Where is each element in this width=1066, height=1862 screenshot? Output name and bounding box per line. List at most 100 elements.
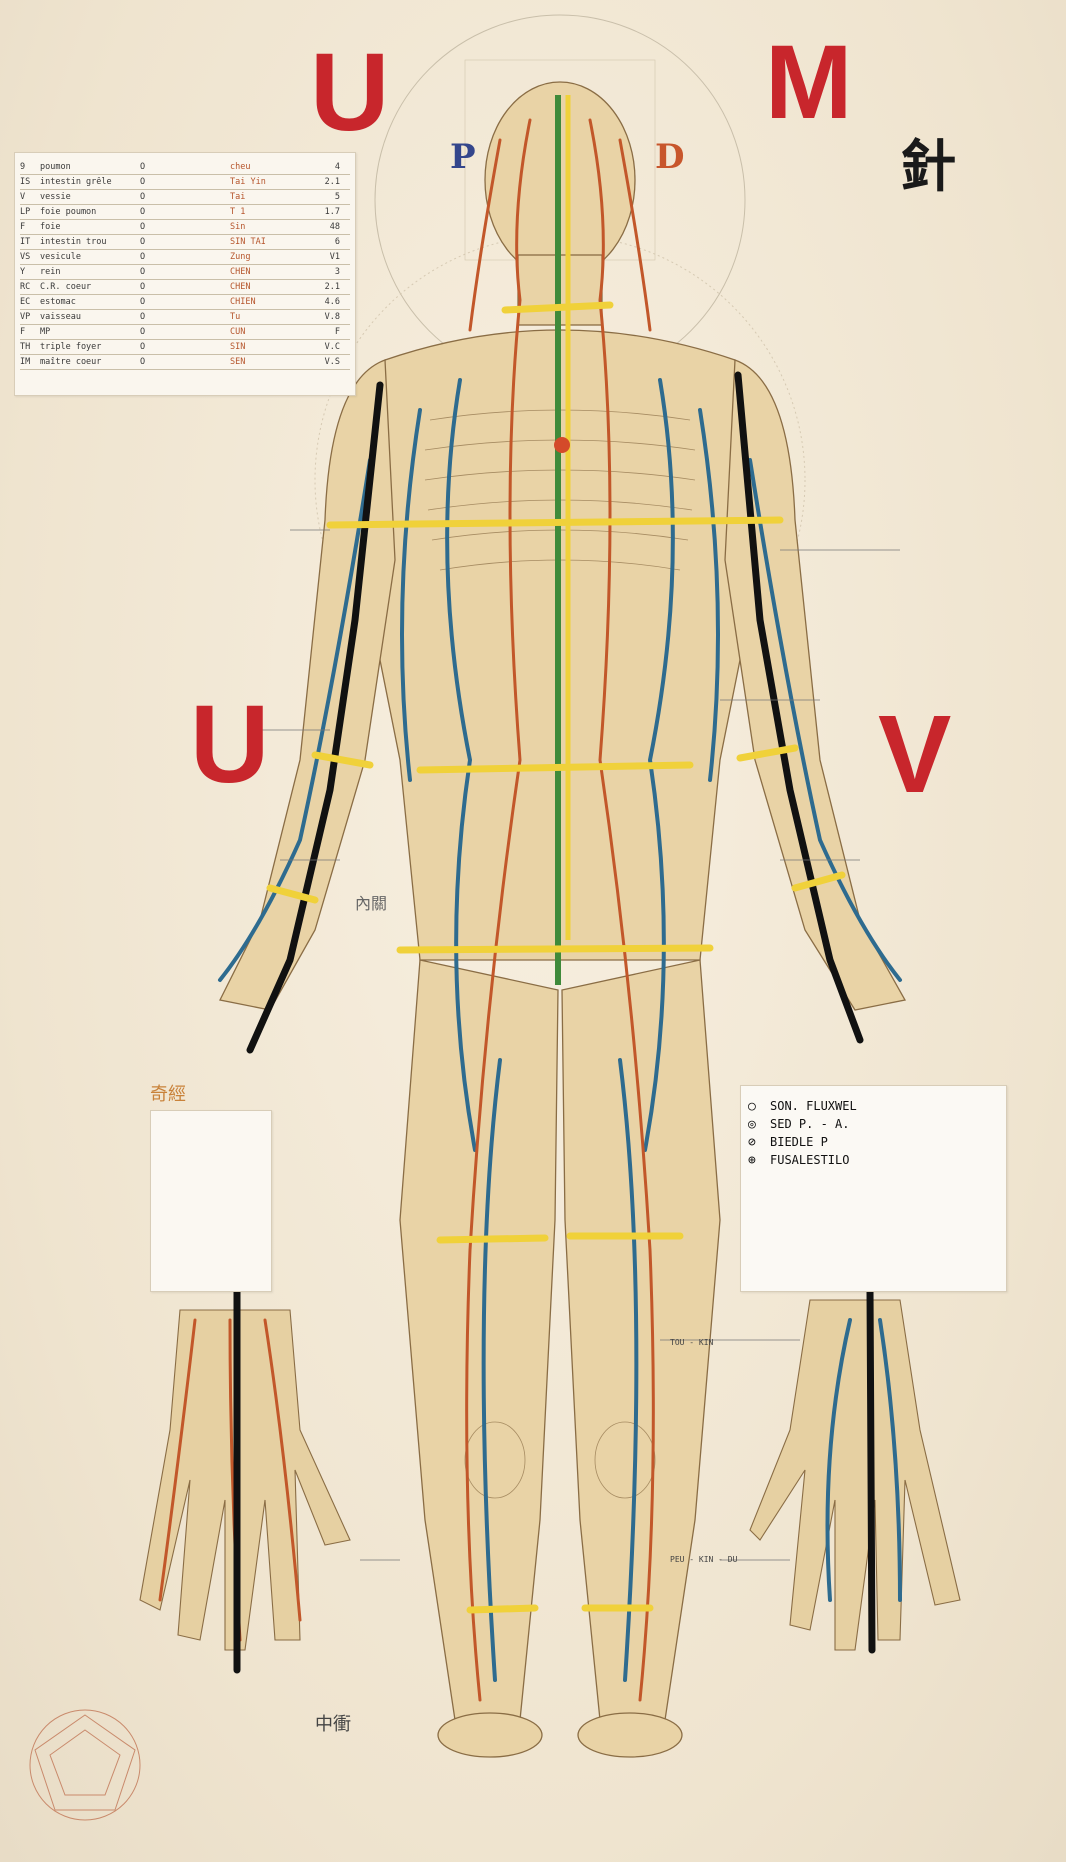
table-cell-sym: O [140, 267, 230, 277]
table-cell-meta: SEN [230, 357, 310, 367]
legend-item: ⊕ FUSALESTILO [748, 1151, 1005, 1169]
table-cell-sym: O [140, 342, 230, 352]
table-cell-meta: Zung [230, 252, 310, 262]
table-cell-num: 6 [310, 237, 340, 247]
table-cell-meta: Tu [230, 312, 310, 322]
table-cell-num: 4.6 [310, 297, 340, 307]
table-cell-meta: Tai Yin [230, 177, 310, 187]
table-cell-code: F [20, 327, 40, 337]
table-cell-code: IM [20, 357, 40, 367]
letter-top-right: M [765, 30, 850, 135]
meridian-table-row: VPvaisseauOTuV.8 [20, 310, 350, 325]
letter-mid-right: V [878, 700, 949, 810]
letter-head-right: D [655, 140, 684, 174]
table-cell-num: V.S [310, 357, 340, 367]
table-cell-code: 9 [20, 162, 40, 172]
table-cell-meta: SIN TAI [230, 237, 310, 247]
table-cell-num: V.8 [310, 312, 340, 322]
table-cell-sym: O [140, 177, 230, 187]
table-cell-name: rein [40, 267, 140, 277]
foot-label: PEU - KIN - DU [670, 1555, 737, 1564]
table-cell-code: EC [20, 297, 40, 307]
table-cell-meta: Tai [230, 192, 310, 202]
table-cell-name: foie [40, 222, 140, 232]
table-cell-sym: O [140, 252, 230, 262]
table-cell-code: IT [20, 237, 40, 247]
table-cell-name: vessie [40, 192, 140, 202]
five-element-diagram [30, 1710, 140, 1820]
table-cell-code: VP [20, 312, 40, 322]
legend-label: BIEDLE P [770, 1135, 828, 1149]
table-cell-name: poumon [40, 162, 140, 172]
meridian-table-row: YreinOCHEN3 [20, 265, 350, 280]
table-cell-meta: cheu [230, 162, 310, 172]
table-cell-name: vaisseau [40, 312, 140, 322]
table-cell-name: foie poumon [40, 207, 140, 217]
table-cell-num: V1 [310, 252, 340, 262]
table-cell-sym: O [140, 222, 230, 232]
letter-mid-left: U [190, 690, 267, 800]
legend-item: ⊘ BIEDLE P [748, 1133, 1005, 1151]
meridian-table-row: FfoieOSin48 [20, 220, 350, 235]
table-cell-sym: O [140, 297, 230, 307]
meridian-table-row: VSvesiculeOZungV1 [20, 250, 350, 265]
legend-label: FUSALESTILO [770, 1153, 849, 1167]
table-cell-num: 1.7 [310, 207, 340, 217]
table-cell-num: 2.1 [310, 282, 340, 292]
letter-head-left: P [450, 140, 476, 174]
table-cell-num: 48 [310, 222, 340, 232]
legend-symbol: ○ [748, 1099, 770, 1114]
table-cell-num: 5 [310, 192, 340, 202]
wrist-label: TOU - KIN [670, 1338, 713, 1347]
table-cell-code: LP [20, 207, 40, 217]
table-cell-meta: CUN [230, 327, 310, 337]
table-cell-name: estomac [40, 297, 140, 307]
table-cell-code: RC [20, 282, 40, 292]
legend-symbol: ⊕ [748, 1153, 770, 1168]
table-cell-sym: O [140, 162, 230, 172]
legend-symbol: ◎ [748, 1117, 770, 1132]
table-cell-name: triple foyer [40, 342, 140, 352]
table-cell-num: 2.1 [310, 177, 340, 187]
table-cell-code: Y [20, 267, 40, 277]
table-cell-num: F [310, 327, 340, 337]
table-cell-sym: O [140, 282, 230, 292]
table-cell-sym: O [140, 207, 230, 217]
table-cell-meta: Sin [230, 222, 310, 232]
table-cell-meta: CHIEN [230, 297, 310, 307]
table-cell-num: 3 [310, 267, 340, 277]
table-cell-sym: O [140, 312, 230, 322]
mid-center-label: 內關 [355, 890, 387, 914]
table-cell-num: V.C [310, 342, 340, 352]
hand-diagrams [140, 1300, 960, 1650]
table-cell-meta: CHEN [230, 267, 310, 277]
table-cell-meta: SIN [230, 342, 310, 352]
table-cell-sym: O [140, 327, 230, 337]
table-cell-code: TH [20, 342, 40, 352]
table-cell-name: intestin grêle [40, 177, 140, 187]
table-cell-meta: T 1 [230, 207, 310, 217]
legend-label: SON. FLUXWEL [770, 1099, 857, 1113]
table-cell-code: VS [20, 252, 40, 262]
table-cell-code: V [20, 192, 40, 202]
extra-vessels-title: 奇經 [150, 1080, 186, 1106]
legend-item: ◎ SED P. - A. [748, 1115, 1005, 1133]
legend: ○ SON. FLUXWEL ◎ SED P. - A. ⊘ BIEDLE P … [740, 1085, 1005, 1290]
legend-item: ○ SON. FLUXWEL [748, 1097, 1005, 1115]
table-cell-name: maître coeur [40, 357, 140, 367]
table-cell-sym: O [140, 357, 230, 367]
acupuncture-kanji: 針 [900, 140, 956, 196]
table-cell-name: vesicule [40, 252, 140, 262]
table-cell-code: IS [20, 177, 40, 187]
